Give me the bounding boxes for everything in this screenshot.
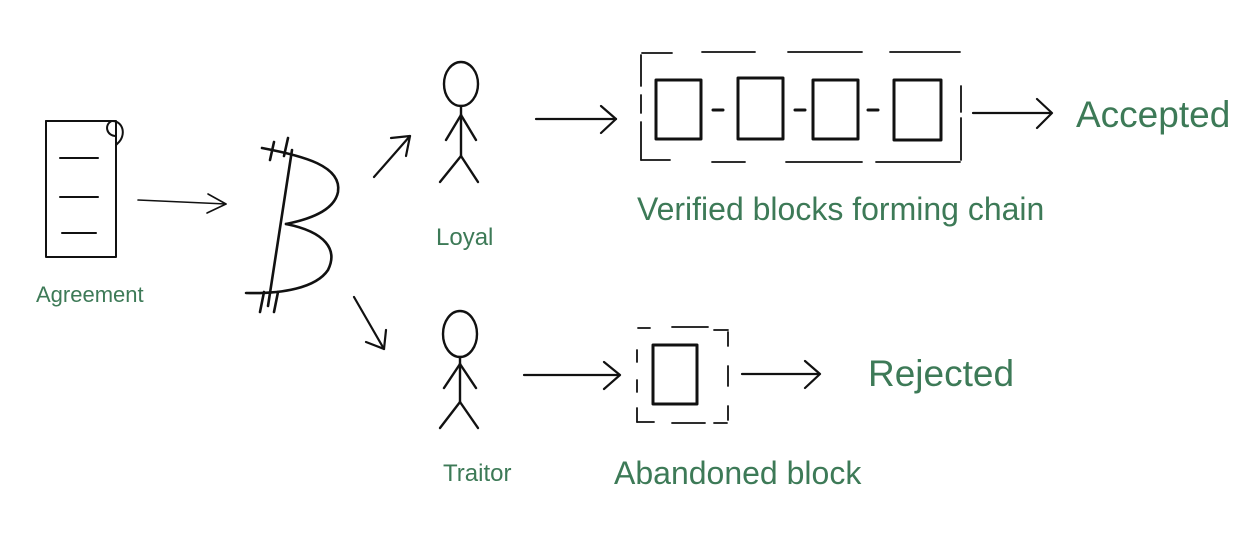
accepted-label: Accepted <box>1076 94 1231 135</box>
traitor-label: Traitor <box>443 460 512 487</box>
arrow-agreement-to-currency <box>137 193 227 214</box>
arrow-traitor-to-block <box>522 360 622 391</box>
arrow-loyal-to-chain <box>534 104 618 135</box>
arrow-chain-to-accepted <box>971 97 1054 130</box>
chain-block-1 <box>654 78 703 141</box>
traitor-stick-figure-icon <box>438 309 480 430</box>
bitcoin-symbol-icon <box>244 136 340 314</box>
chain-block-3 <box>811 78 860 141</box>
arrow-block-to-rejected <box>740 359 822 390</box>
chain-dashed-frame <box>640 51 962 163</box>
loyal-label: Loyal <box>436 224 494 251</box>
abandoned-block <box>651 343 699 406</box>
abandoned-dashed-frame <box>636 326 729 424</box>
arrow-to-loyal <box>372 134 412 179</box>
chain-block-2 <box>736 76 785 141</box>
chain-blocks <box>654 76 943 142</box>
agreement-label: Agreement <box>36 282 144 307</box>
document-scroll-icon <box>45 120 124 258</box>
abandoned-block-label: Abandoned block <box>614 455 862 491</box>
verified-chain-label: Verified blocks forming chain <box>637 191 1045 227</box>
loyal-stick-figure-icon <box>438 60 480 184</box>
chain-block-4 <box>892 78 943 142</box>
rejected-label: Rejected <box>868 353 1015 394</box>
arrow-to-traitor <box>352 295 388 351</box>
